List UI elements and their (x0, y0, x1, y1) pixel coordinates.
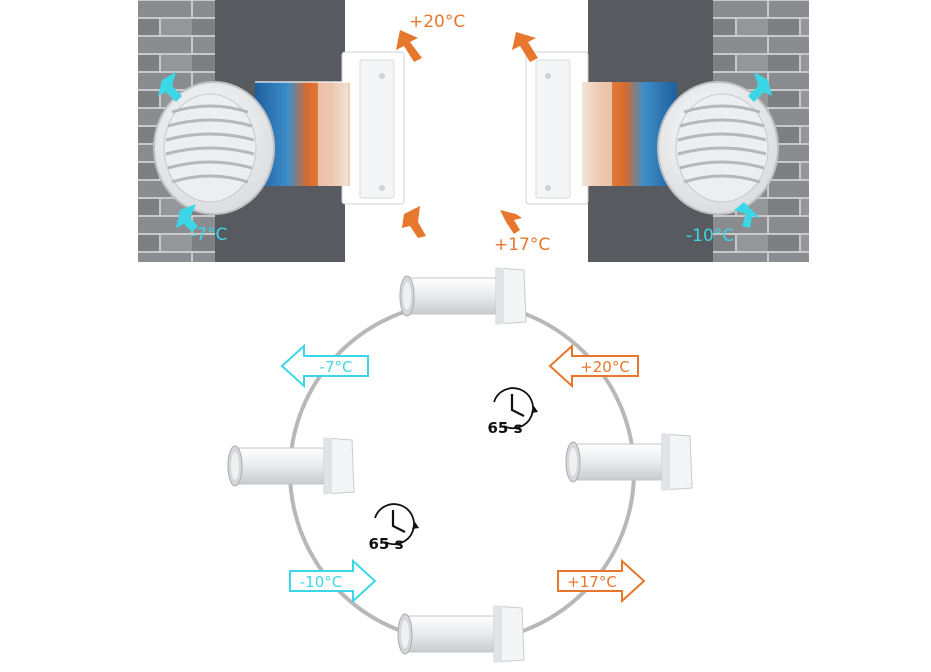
photo-left-outdoor-temp: -7°C (190, 225, 227, 245)
timer-bottom: 65 s (368, 503, 419, 553)
arrow-bottom-left-label: -10°C (300, 573, 342, 591)
fan-unit-icon (399, 267, 527, 325)
arrow-bottom-right-label: +17°C (567, 573, 617, 591)
arrow-top-right: +20°C (548, 343, 639, 389)
airflow-arrows-left (158, 72, 198, 232)
arrow-bottom-left: -10°C (289, 558, 377, 604)
photo-left-indoor-temp: +20°C (409, 12, 465, 32)
vent-grille-icon (657, 81, 779, 215)
arrow-top-left: -7°C (280, 343, 369, 389)
airflow-arrows-right (734, 72, 772, 228)
vent-grille-icon (153, 81, 275, 215)
arrow-top-left-label: -7°C (320, 358, 353, 376)
timer-top: 65 s (487, 387, 538, 437)
photo-right-indoor-temp: +17°C (494, 235, 550, 255)
fan-unit-right (565, 433, 693, 491)
timer-top-label: 65 s (487, 419, 522, 437)
fan-units (227, 267, 693, 663)
fan-unit-icon (565, 433, 693, 491)
cycle-diagram: -7°C +20°C -10°C +17°C 65 s (227, 267, 693, 663)
arrow-icon (280, 343, 369, 389)
arrow-bottom-right: +17°C (557, 558, 646, 604)
fan-unit-top (399, 267, 527, 325)
arrow-icon (289, 558, 377, 604)
fan-unit-bottom (397, 605, 525, 663)
fan-unit-left (227, 437, 355, 495)
arrow-icon (548, 343, 639, 389)
indoor-panel-left (341, 51, 405, 205)
clock-icon (493, 387, 538, 430)
photo-right: +17°C -10°C (494, 0, 809, 262)
arrow-icon (557, 558, 646, 604)
indoor-panel-right (525, 51, 589, 205)
timer-bottom-label: 65 s (368, 535, 403, 553)
arrow-top-right-label: +20°C (580, 358, 630, 376)
fan-unit-icon (227, 437, 355, 495)
photo-left: +20°C -7°C (138, 0, 465, 262)
fan-unit-icon (397, 605, 525, 663)
clock-icon (374, 503, 419, 546)
photo-right-outdoor-temp: -10°C (686, 226, 734, 246)
